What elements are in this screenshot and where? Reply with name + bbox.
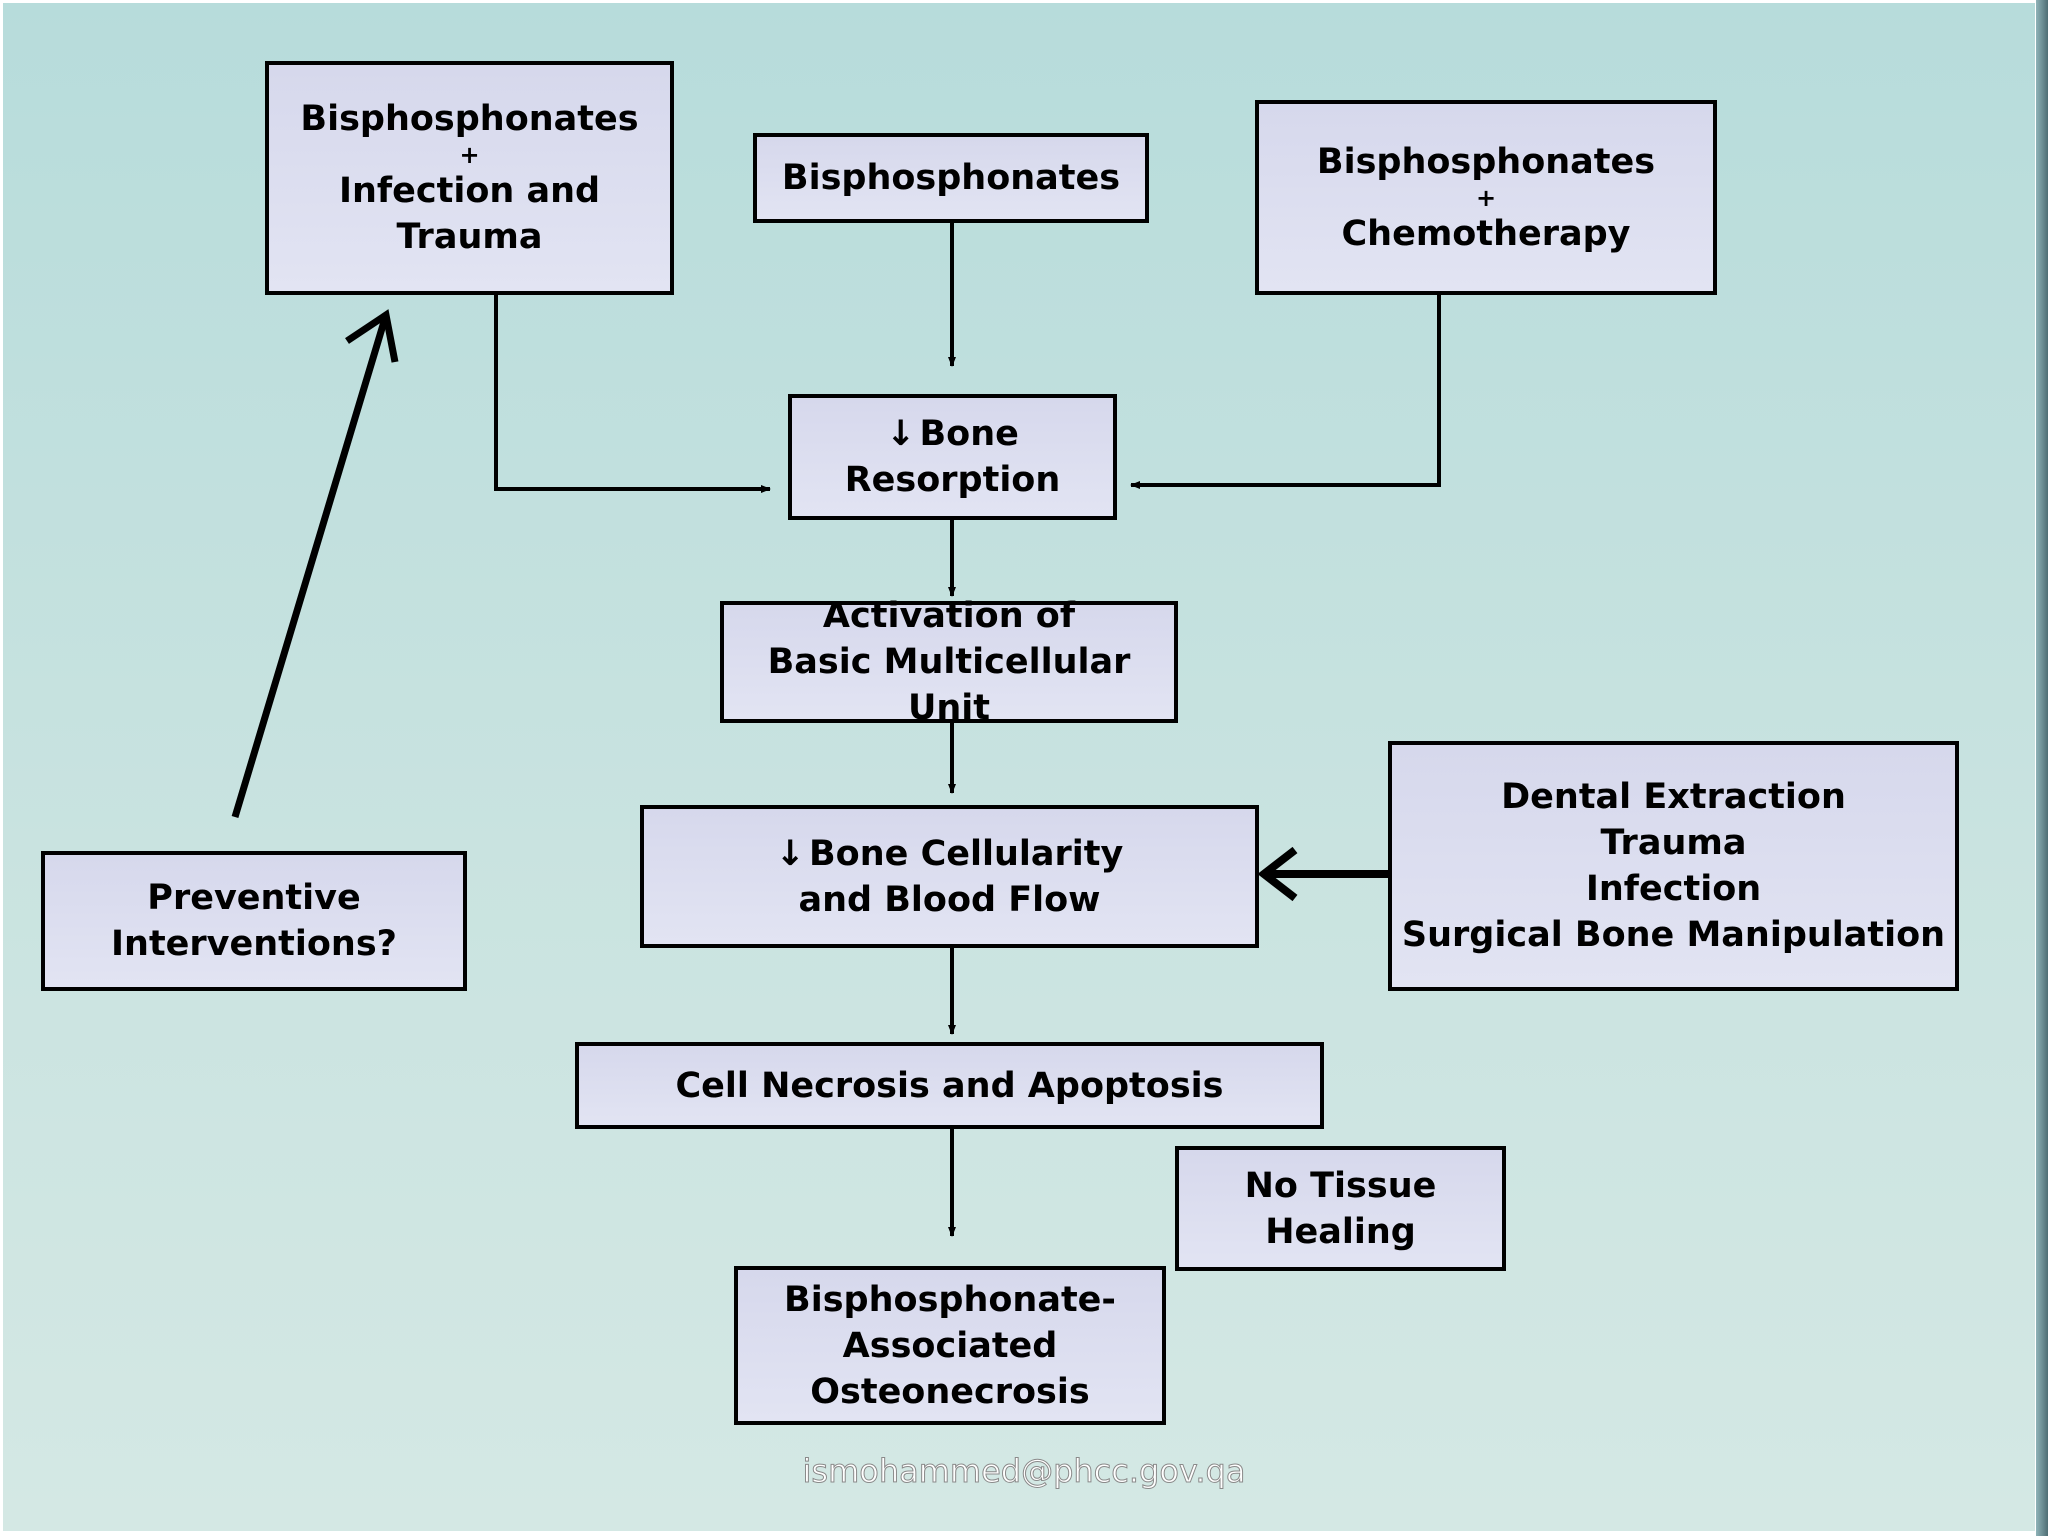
down-arrow-icon: ↓ — [886, 414, 916, 454]
box-preventive-interventions: Preventive Interventions? — [41, 851, 467, 991]
box-bone-resorption: ↓Bone Resorption — [788, 394, 1117, 520]
label-line: Resorption — [844, 460, 1061, 500]
label-line: Activation of — [822, 596, 1076, 636]
label-line: Associated — [842, 1325, 1058, 1366]
box-dental-extraction: Dental Extraction Trauma Infection Surgi… — [1388, 741, 1959, 991]
plus-sign: + — [459, 141, 480, 169]
label-line: ↓Bone — [886, 411, 1019, 457]
label-line: ↓Bone Cellularity — [776, 831, 1124, 877]
down-arrow-icon: ↓ — [775, 833, 805, 874]
box-osteonecrosis: Bisphosphonate- Associated Osteonecrosis — [734, 1266, 1166, 1425]
label-line: Trauma — [1600, 823, 1747, 863]
label-line: Surgical Bone Manipulation — [1401, 915, 1946, 955]
arrowhead-dental-to-cellularity — [1257, 846, 1298, 902]
label-line: Bisphosphonates — [781, 158, 1121, 198]
label-line: Preventive — [147, 878, 361, 918]
label-line: and Blood Flow — [798, 879, 1101, 920]
label-text: Bone Cellularity — [809, 833, 1124, 874]
arrow-chemo-to-resorption — [1130, 294, 1441, 489]
arrow-preventive-to-infection — [231, 313, 390, 819]
box-activation-bmu: Activation of Basic Multicellular Unit — [720, 596, 1178, 728]
label-line: Chemotherapy — [1341, 213, 1631, 254]
arrowhead-preventive-to-infection — [345, 309, 399, 363]
label-line: Cell Necrosis and Apoptosis — [675, 1065, 1224, 1106]
label-line: Infection — [1585, 869, 1762, 909]
box-bisphosphonates-chemotherapy: Bisphosphonates + Chemotherapy — [1255, 100, 1717, 295]
label-line: Healing — [1265, 1211, 1416, 1252]
box-bisphosphonates: Bisphosphonates — [753, 133, 1149, 223]
box-no-tissue-healing: No Tissue Healing — [1175, 1146, 1506, 1271]
arrow-infection-to-resorption — [494, 294, 771, 493]
right-edge-bar — [2036, 0, 2048, 1536]
plus-sign: + — [1475, 183, 1497, 212]
label-line: Bisphosphonates — [1316, 141, 1656, 182]
label-line: Basic Multicellular Unit — [767, 642, 1131, 728]
label-text: Bone — [919, 414, 1019, 454]
label-line: No Tissue — [1244, 1165, 1437, 1206]
box-bisphosphonates-infection-trauma: Bisphosphonates + Infection and Trauma — [265, 61, 674, 295]
label-line: Trauma — [396, 217, 543, 257]
label-line: Bisphosphonates — [300, 99, 639, 139]
label-line: Bisphosphonate- — [784, 1279, 1116, 1320]
box-bone-cellularity: ↓Bone Cellularity and Blood Flow — [640, 805, 1259, 948]
watermark-email: ismohammed@phcc.gov.qa — [802, 1452, 1246, 1491]
label-line: Infection and — [338, 171, 601, 211]
box-cell-necrosis: Cell Necrosis and Apoptosis — [575, 1042, 1324, 1129]
label-line: Dental Extraction — [1501, 777, 1846, 817]
label-line: Osteonecrosis — [810, 1371, 1090, 1412]
label-line: Interventions? — [111, 924, 397, 964]
